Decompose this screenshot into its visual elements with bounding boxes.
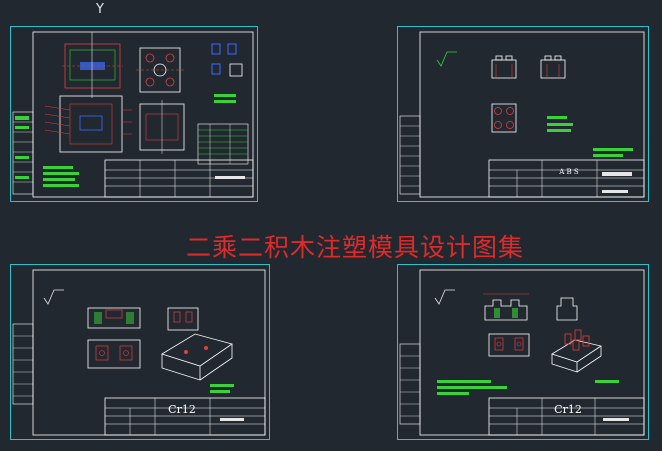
material-label-abs: A B S	[558, 168, 579, 176]
material-label-cr12-right: Cr12	[554, 403, 582, 416]
drawing-sheet-insert-cr12-left[interactable]: Cr12	[10, 264, 270, 440]
material-label-cr12-left: Cr12	[168, 403, 196, 416]
drawing-set-title: 二乘二积木注塑模具设计图集	[186, 233, 525, 262]
assembly-drawing-canvas	[10, 26, 258, 202]
drawing-sheet-assembly[interactable]	[10, 26, 258, 202]
insert-right-drawing-canvas: Cr12	[397, 264, 649, 440]
part-abs-drawing-canvas: A B S	[397, 26, 649, 202]
insert-left-drawing-canvas: Cr12	[10, 264, 270, 440]
drawing-sheet-part-abs[interactable]: A B S	[397, 26, 649, 202]
drawing-sheet-insert-cr12-right[interactable]: Cr12	[397, 264, 649, 440]
ucs-y-axis-label: Y	[96, 2, 104, 17]
